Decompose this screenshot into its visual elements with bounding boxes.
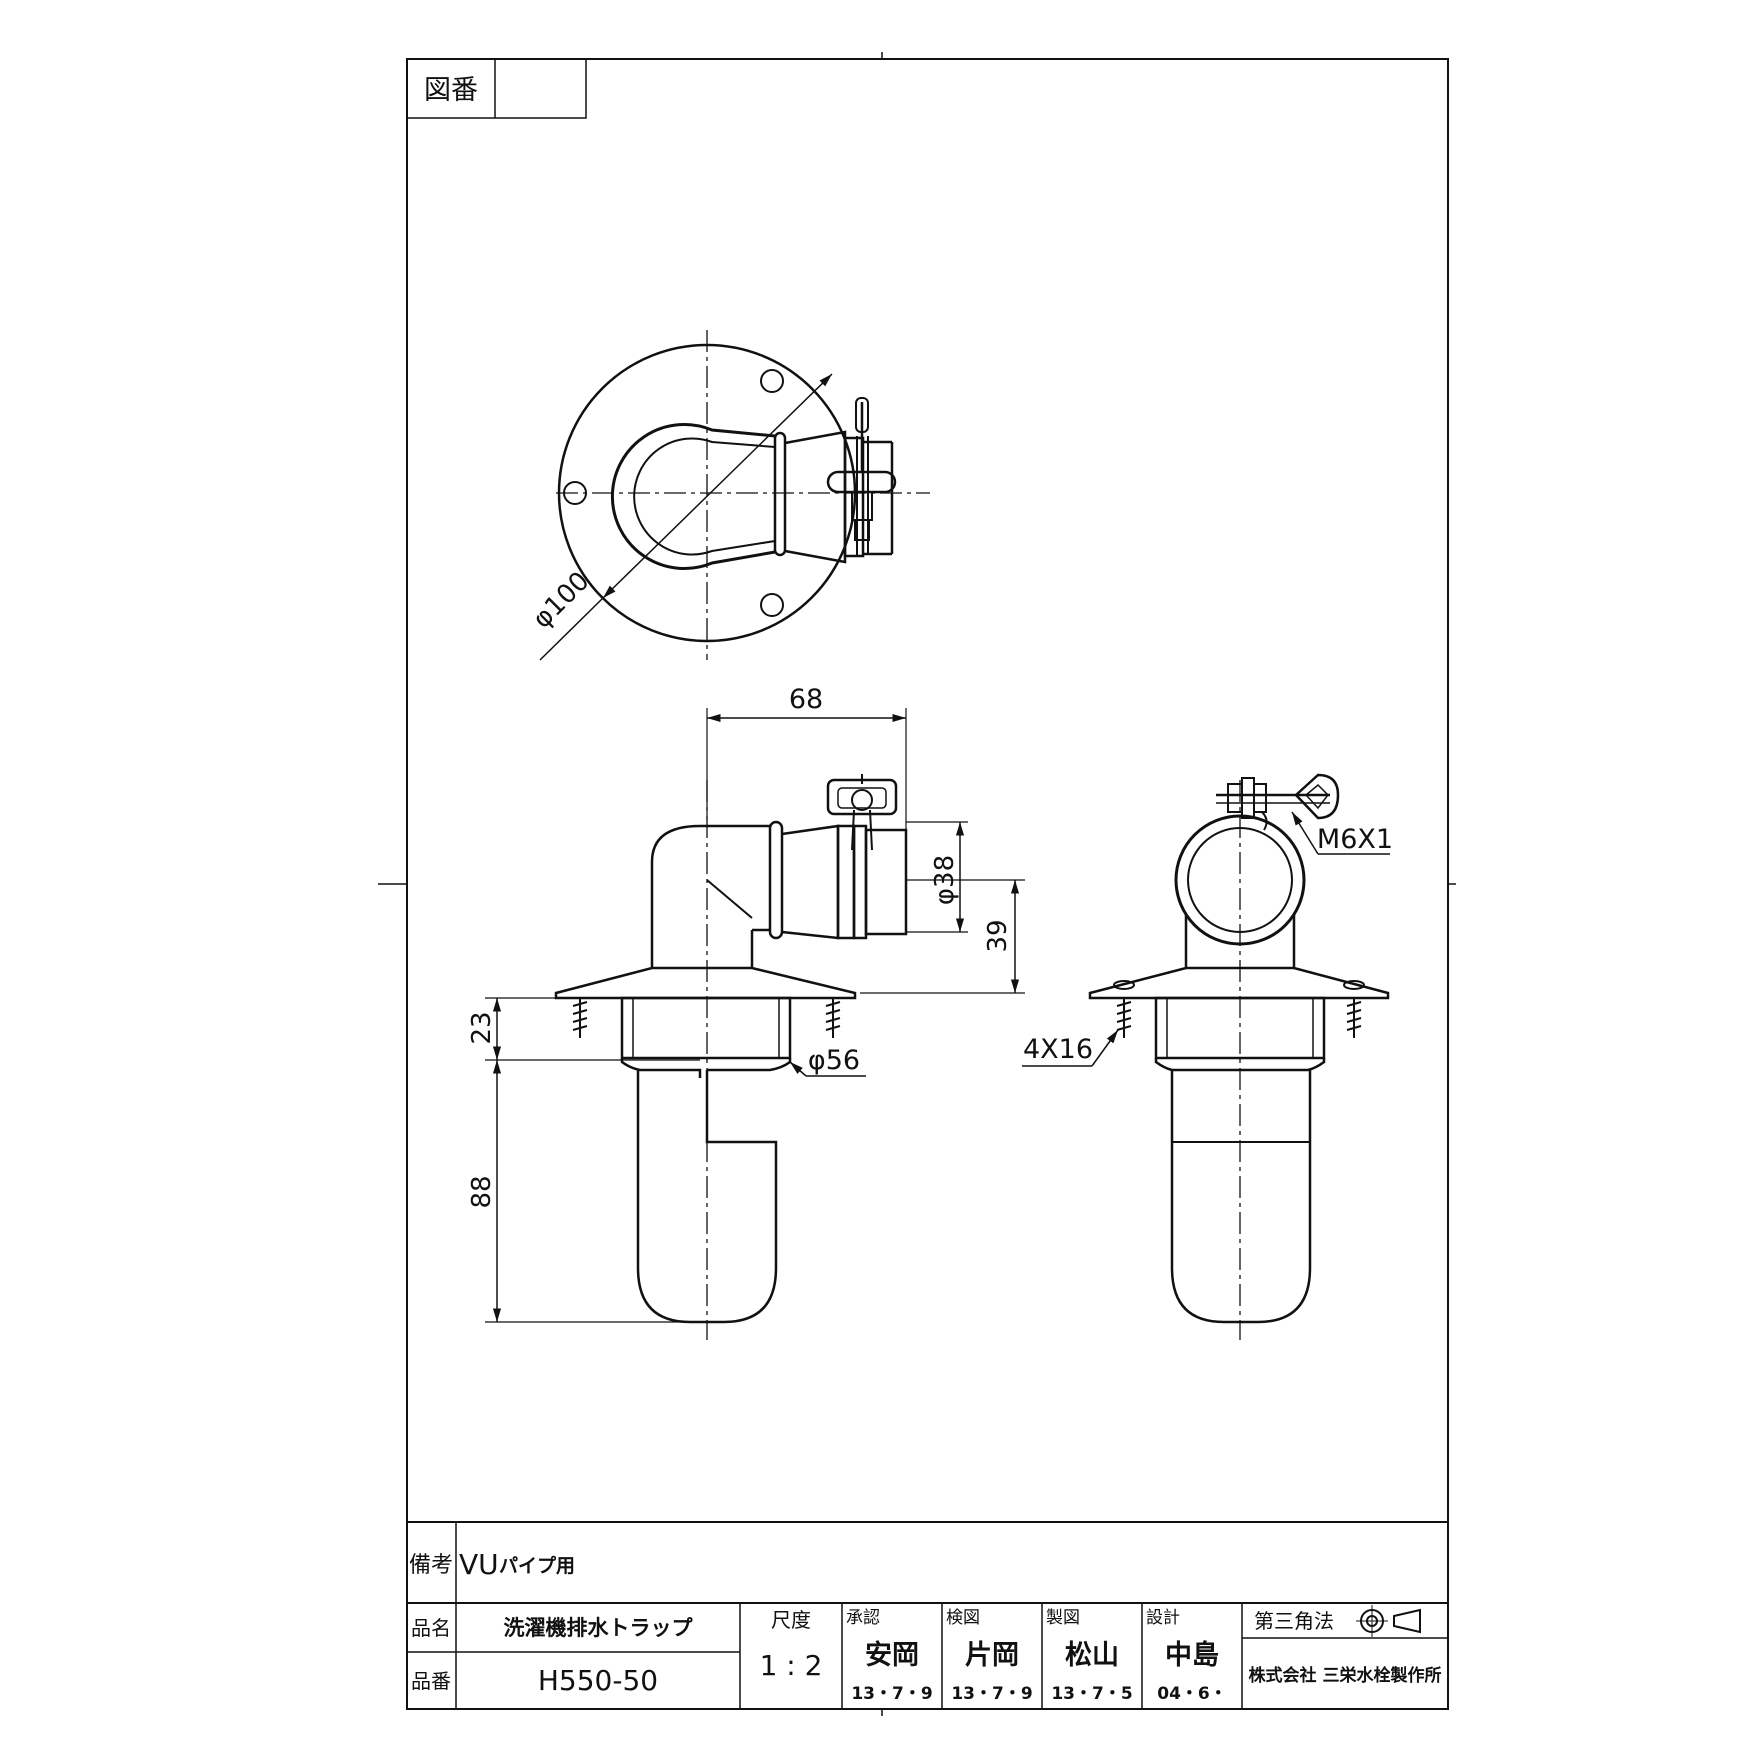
dim-height-88: 88 (467, 1175, 497, 1208)
scale-label: 尺度 (771, 1608, 811, 1632)
name-label: 品名 (411, 1616, 451, 1640)
number-label: 品番 (411, 1669, 451, 1693)
sheet-frame (378, 52, 1456, 1716)
approval-name: 安岡 (865, 1640, 919, 1671)
side-view: M6X1 4X16 (1022, 773, 1393, 1340)
front-view: 68 φ38 39 (467, 684, 1025, 1340)
approval-name: 松山 (1065, 1640, 1119, 1671)
name-value: 洗濯機排水トラップ (504, 1616, 694, 1640)
remarks-value-main: VU (459, 1548, 499, 1581)
approval-role: 設計 (1146, 1608, 1180, 1628)
drawing-number-box: 図番 (406, 58, 587, 119)
company-name: 株式会社 三栄水栓製作所 (1249, 1665, 1442, 1686)
approval-name: 中島 (1165, 1640, 1219, 1671)
dim-depth-23: 23 (467, 1011, 497, 1044)
projection-label: 第三角法 (1254, 1609, 1334, 1633)
remarks-label: 備考 (409, 1553, 453, 1578)
approval-date: 13・7・9 (851, 1684, 932, 1704)
dim-bolt: M6X1 (1317, 824, 1393, 855)
drawing-number-label: 図番 (424, 75, 478, 106)
remarks-value-sub: パイプ用 (499, 1554, 575, 1577)
dim-height-39: 39 (983, 919, 1013, 952)
dim-body-diameter: φ56 (808, 1045, 860, 1076)
approval-role: 製図 (1046, 1608, 1080, 1628)
approval-role: 承認 (846, 1608, 880, 1628)
title-block: 備考 VU パイプ用 品名 洗濯機排水トラップ 品番 H550-50 尺度 1 … (407, 1521, 1448, 1709)
dim-offset-68: 68 (789, 684, 823, 715)
approval-date: 13・7・9 (951, 1684, 1032, 1704)
approval-date: 13・7・5 (1051, 1684, 1132, 1704)
approval-role: 検図 (946, 1608, 980, 1628)
number-value: H550-50 (538, 1664, 658, 1697)
top-view: φ100 (527, 330, 930, 661)
third-angle-projection-icon (1356, 1605, 1421, 1637)
scale-value: 1 : 2 (760, 1649, 823, 1682)
approval-name: 片岡 (965, 1640, 1019, 1671)
approval-date: 04・6・ (1157, 1684, 1227, 1704)
dim-screw: 4X16 (1023, 1034, 1093, 1065)
